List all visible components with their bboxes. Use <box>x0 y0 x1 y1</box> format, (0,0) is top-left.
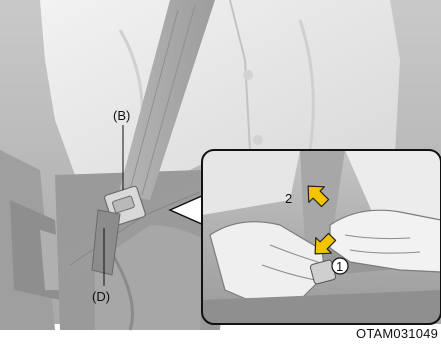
label-b: (B) <box>113 108 130 123</box>
figure-code: OTAM031049 <box>356 326 438 341</box>
label-d: (D) <box>92 289 110 304</box>
step-1-label: 1 <box>336 259 343 274</box>
step-2-label: 2 <box>285 191 292 206</box>
inset-detail-view <box>202 150 441 324</box>
step-1-badge: 1 <box>332 258 348 274</box>
